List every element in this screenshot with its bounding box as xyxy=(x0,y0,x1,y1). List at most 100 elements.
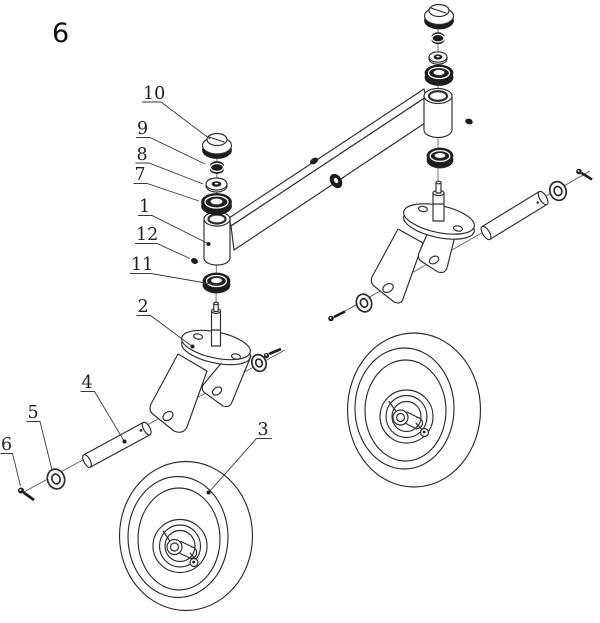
washer-upper-right xyxy=(428,51,448,65)
part-label-10: 10 xyxy=(143,84,165,104)
hub-spoke-left-1 xyxy=(162,530,171,542)
washer-inner-right xyxy=(355,293,373,313)
nut-highlight-left xyxy=(209,162,225,173)
bearing-lower-race-right xyxy=(429,149,451,163)
bore-back-left xyxy=(190,546,198,559)
axle-bore-inner-right xyxy=(395,412,406,423)
hub-flange-left xyxy=(164,529,196,563)
axle-bolt-hole-right xyxy=(536,201,539,204)
bearing-upper-race-left xyxy=(204,195,229,209)
wheel-left xyxy=(118,460,254,612)
callout-3: 3 xyxy=(206,420,272,495)
part-label-11: 11 xyxy=(131,255,153,275)
nut-highlight-right xyxy=(431,33,445,43)
bearing-lower-right xyxy=(426,147,454,169)
fork-plate-hole-right-1 xyxy=(417,205,429,213)
fork-leg-hole-far-right xyxy=(382,283,394,293)
spindle-nut-left xyxy=(209,161,225,174)
cotter-pin-left xyxy=(18,487,35,502)
hub-spoke-right-1 xyxy=(388,400,397,412)
washer-inner-left-hole xyxy=(254,358,264,368)
spindle-nut-right xyxy=(431,32,445,45)
callout-8: 8 xyxy=(135,145,204,185)
washer-inner-left xyxy=(250,353,268,373)
spindle-tip-top-left xyxy=(213,301,219,306)
bearing-upper-right xyxy=(424,64,454,86)
callout-4: 4 xyxy=(80,373,127,444)
cap-dome-line-right xyxy=(430,7,447,14)
axle-hardware-right xyxy=(328,168,593,322)
main-beam xyxy=(228,88,429,251)
axle-bolt-right xyxy=(480,190,549,241)
head-tube-bore-right xyxy=(427,90,449,102)
washer-outer-right-hole xyxy=(553,185,563,197)
part-label-9: 9 xyxy=(137,119,148,139)
fork-leg-hole-far-left xyxy=(162,410,174,422)
right-axle-axis xyxy=(332,170,591,319)
thrust-washer-left-hole xyxy=(51,473,61,485)
callout-12: 12 xyxy=(135,225,191,259)
bearing-lower-bore-left xyxy=(209,276,224,285)
cotter-pin-inner-right xyxy=(328,310,346,322)
spindle-tip-top-right xyxy=(435,180,442,185)
axle-bolt-left xyxy=(82,421,152,468)
beam-weld-stud xyxy=(309,157,319,165)
washer-inner-right-hole xyxy=(359,297,369,309)
cotter-pin-outer-right xyxy=(576,168,593,181)
bore-back-right xyxy=(416,416,423,430)
tire-shoulder-right xyxy=(364,359,447,462)
callout-11: 11 xyxy=(130,255,218,286)
caster-fork-left xyxy=(149,301,252,433)
grease-zerk-left xyxy=(191,258,198,264)
washer-upper-hole-hl-right xyxy=(436,55,440,58)
head-tube-right xyxy=(423,87,453,139)
tire-shoulder-left xyxy=(137,487,221,591)
head-tube-body-right xyxy=(423,95,453,139)
part-label-4: 4 xyxy=(82,373,93,393)
beam-front-face xyxy=(230,96,429,251)
thrust-washer-left xyxy=(46,468,66,490)
axle-hardware-left xyxy=(18,347,282,502)
fork-plate-hole-left-2 xyxy=(230,353,242,360)
axle-bolt-body-right xyxy=(481,191,548,240)
figure-number: 6 xyxy=(52,18,69,49)
callout-1: 1 xyxy=(138,197,211,246)
callout-2: 2 xyxy=(136,297,195,349)
head-tube-bore-left xyxy=(207,213,227,225)
bearing-upper-left xyxy=(201,193,232,215)
part-label-12: 12 xyxy=(136,225,158,245)
stack-right xyxy=(423,3,473,169)
hub-hole-pin-right xyxy=(422,430,426,434)
callouts: 10 9 8 7 1 12 11 2 xyxy=(0,84,272,495)
pin-shaft-outer-right xyxy=(580,171,593,181)
bore-depth-left-1 xyxy=(180,540,194,548)
axle-bolt-end-left xyxy=(82,454,92,468)
axle-bolt-head-right xyxy=(537,190,549,206)
part-label-2: 2 xyxy=(138,297,149,317)
head-tube-body-left xyxy=(203,218,231,266)
pin-shaft-inner-right xyxy=(333,310,346,319)
callout-6: 6 xyxy=(0,435,21,487)
dust-cap-right xyxy=(423,3,455,30)
callout-7: 7 xyxy=(133,165,200,202)
part-label-7: 7 xyxy=(135,165,146,185)
pin-head-eye-outer-right xyxy=(577,170,580,172)
pin-shaft-left xyxy=(22,491,35,502)
dust-cap-left xyxy=(201,132,233,159)
axle-bolt-head-left xyxy=(141,421,152,436)
part-label-3: 3 xyxy=(258,420,269,440)
grease-zerk-right xyxy=(465,118,473,125)
fork-plate-hole-right-2 xyxy=(452,225,464,232)
pin-shaft-inner-left xyxy=(268,347,282,356)
nut-top-left xyxy=(210,161,224,170)
bore-depth-left-2 xyxy=(179,552,192,560)
hub-hole-pin-left xyxy=(192,560,196,564)
caster-spindle-left xyxy=(210,301,222,347)
pin-head-eye-inner-right xyxy=(329,317,332,319)
hub-ring-left xyxy=(158,524,202,568)
fork-leg-hole-near-right xyxy=(428,255,440,265)
bearing-upper-bore-left xyxy=(209,197,224,206)
head-tube-left xyxy=(203,211,231,266)
